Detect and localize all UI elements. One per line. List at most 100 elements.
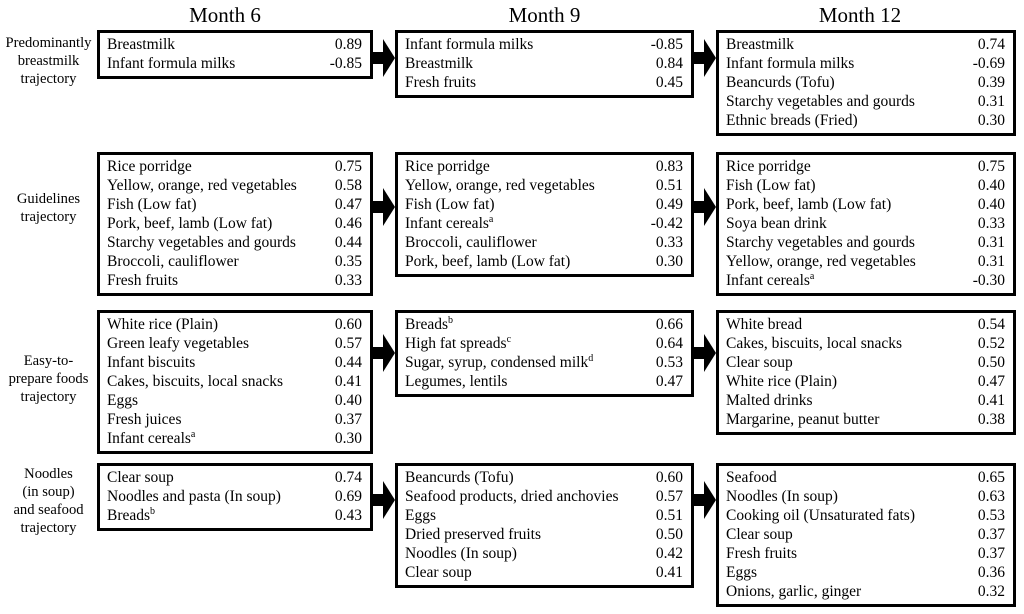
food-item-name: Cakes, biscuits, local snacks xyxy=(726,335,903,352)
food-item-name: Infant biscuits xyxy=(107,354,196,371)
food-item-name: Fish (Low fat) xyxy=(726,177,816,194)
food-item-loading: 0.30 xyxy=(334,430,362,447)
food-item-loading: -0.85 xyxy=(329,55,362,72)
food-item-loading: 0.51 xyxy=(655,177,683,194)
food-item-row: Pork, beef, lamb (Low fat)0.40 xyxy=(726,195,1005,214)
food-item-name: Fresh fruits xyxy=(726,545,798,562)
food-item-loading: 0.45 xyxy=(655,74,683,91)
food-item-row: White rice (Plain)0.47 xyxy=(726,372,1005,391)
food-item-row: Cakes, biscuits, local snacks 0.52 xyxy=(726,334,1005,353)
food-item-name: Pork, beef, lamb (Low fat) xyxy=(726,196,892,213)
food-item-loading: -0.30 xyxy=(972,272,1005,289)
food-item-loading: 0.50 xyxy=(655,526,683,543)
food-item-row: Cooking oil (Unsaturated fats)0.53 xyxy=(726,506,1005,525)
food-item-loading: 0.44 xyxy=(334,234,362,251)
food-item-loading: 0.37 xyxy=(977,545,1005,562)
food-item-loading: 0.69 xyxy=(334,488,362,505)
food-item-row: Fish (Low fat) 0.40 xyxy=(726,176,1005,195)
food-item-loading: 0.44 xyxy=(334,354,362,371)
trajectory-row: Predominantly breastmilk trajectory Breas… xyxy=(0,30,1016,136)
food-item-name: Clear soup xyxy=(726,526,793,543)
arrow-cell xyxy=(373,188,395,226)
food-item-loading: 0.33 xyxy=(334,272,362,289)
food-item-name: Broccoli, cauliflower xyxy=(405,234,537,251)
arrow-right-icon xyxy=(373,481,395,519)
food-item-loading: 0.40 xyxy=(977,177,1005,194)
food-item-row: White rice (Plain)0.60 xyxy=(107,315,362,334)
food-item-loading: 0.37 xyxy=(977,526,1005,543)
food-item-name: Starchy vegetables and gourds xyxy=(726,93,915,110)
food-item-name: Breastmilk xyxy=(405,55,474,72)
food-item-loading: 0.47 xyxy=(977,373,1005,390)
footnote-marker: a xyxy=(488,213,494,225)
food-item-loading: 0.31 xyxy=(977,253,1005,270)
food-item-row: Fresh fruits 0.33 xyxy=(107,271,362,290)
month-12-header: Month 12 xyxy=(818,3,902,27)
food-item-loading: 0.52 xyxy=(977,335,1005,352)
food-item-loading: 0.38 xyxy=(977,411,1005,428)
food-item-row: Noodles (In soup)0.63 xyxy=(726,487,1005,506)
food-item-name: Starchy vegetables and gourds xyxy=(726,234,915,251)
food-item-name: Dried preserved fruits xyxy=(405,526,542,543)
food-item-loading: 0.60 xyxy=(334,316,362,333)
food-item-name: Soya bean drink xyxy=(726,215,827,232)
footnote-marker: b xyxy=(150,505,156,517)
food-item-row: Infant cerealsa -0.30 xyxy=(726,271,1005,290)
trajectory-label: Predominantly breastmilk trajectory xyxy=(5,35,92,87)
food-item-row: Noodles (In soup) 0.42 xyxy=(405,544,683,563)
food-item-loading: 0.60 xyxy=(655,469,683,486)
food-item-loading: 0.41 xyxy=(334,373,362,390)
food-item-row: Pork, beef, lamb (Low fat)0.46 xyxy=(107,214,362,233)
food-item-name: Infant cerealsa xyxy=(726,270,815,289)
food-item-loading: 0.83 xyxy=(655,158,683,175)
food-item-loading: 0.42 xyxy=(655,545,683,562)
arrow-right-icon xyxy=(694,39,716,77)
food-item-loading: 0.40 xyxy=(334,392,362,409)
food-item-loading: 0.57 xyxy=(334,335,362,352)
food-item-loading: 0.33 xyxy=(977,215,1005,232)
food-item-loading: 0.74 xyxy=(977,36,1005,53)
food-item-name: Infant cerealsa xyxy=(405,213,494,232)
food-item-loading: 0.32 xyxy=(977,583,1005,600)
food-item-name: Fish (Low fat) xyxy=(405,196,495,213)
food-item-row: Infant formula milks-0.85 xyxy=(107,54,362,73)
trajectory-row: Noodles (in soup) and seafood trajectory… xyxy=(0,463,1016,607)
food-item-row: Fish (Low fat)0.49 xyxy=(405,195,683,214)
food-item-row: Fresh fruits 0.45 xyxy=(405,73,683,92)
food-item-loading: 0.84 xyxy=(655,55,683,72)
food-item-row: Fish (Low fat)0.47 xyxy=(107,195,362,214)
food-item-row: Noodles and pasta (In soup)0.69 xyxy=(107,487,362,506)
food-item-name: Margarine, peanut butter xyxy=(726,411,880,428)
food-item-loading: 0.53 xyxy=(977,507,1005,524)
food-item-name: Eggs xyxy=(726,564,757,581)
food-item-name: Seafood xyxy=(726,469,777,486)
food-item-name: Breastmilk xyxy=(107,36,176,53)
arrow-right-icon xyxy=(694,334,716,372)
food-item-loading: 0.33 xyxy=(655,234,683,251)
food-item-name: Fresh fruits xyxy=(107,272,179,289)
food-item-loading: 0.57 xyxy=(655,488,683,505)
food-item-name: Clear soup xyxy=(405,564,472,581)
food-item-name: Fresh fruits xyxy=(405,74,477,91)
food-item-name: Noodles (In soup) xyxy=(726,488,838,505)
food-item-name: Noodles (In soup) xyxy=(405,545,517,562)
food-item-loading: 0.31 xyxy=(977,234,1005,251)
